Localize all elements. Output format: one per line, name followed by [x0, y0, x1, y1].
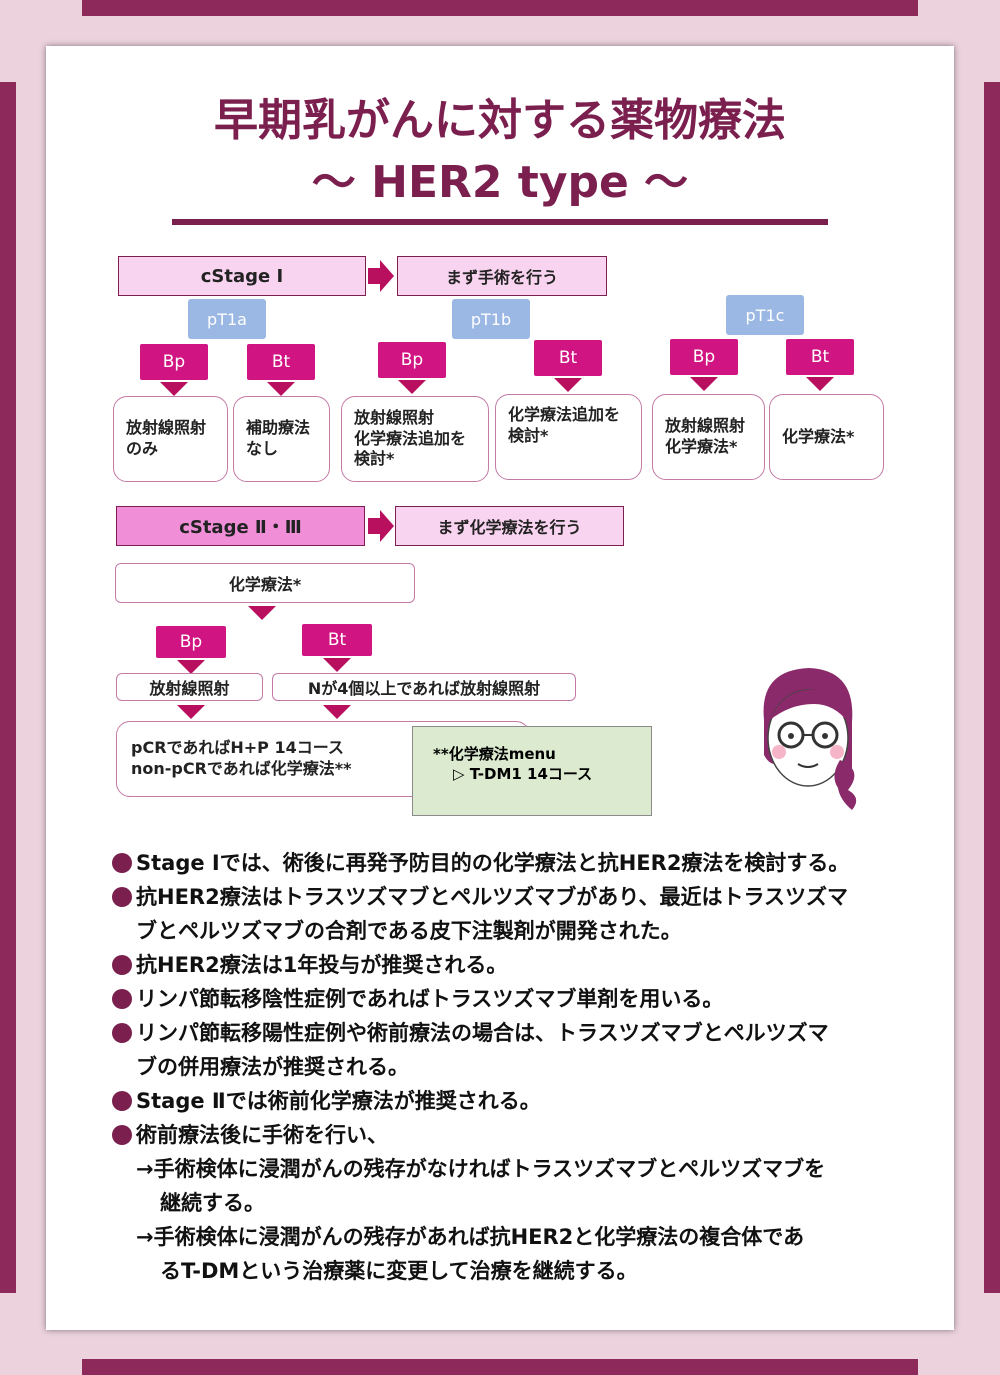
- bullet-item: リンパ節転移陽性症例や術前療法の場合は、トラスツズマブとペルツズマ: [112, 1016, 912, 1050]
- bullet-subitem: →手術検体に浸潤がんの残存があれば抗HER2と化学療法の複合体であ: [136, 1225, 805, 1249]
- bullet-item: Stage Ⅱでは術前化学療法が推奨される。: [112, 1084, 912, 1118]
- bullet-dot: [112, 955, 132, 975]
- pt1b-box: pT1b: [452, 299, 530, 339]
- chemo-box: 化学療法*: [115, 563, 415, 603]
- bullet-dot: [112, 887, 132, 907]
- result-box-1: 放射線照射のみ: [113, 396, 228, 482]
- arrow-bt4: [323, 658, 351, 672]
- bt-box-1: Bt: [247, 344, 315, 380]
- arrow-n4: [323, 705, 351, 719]
- bullet-continuation: るT-DMという治療薬に変更して治療を継続する。: [160, 1259, 638, 1283]
- bt-box-3: Bt: [786, 339, 854, 375]
- pt1a-box: pT1a: [188, 299, 266, 339]
- bullet-item: 術前療法後に手術を行い、: [112, 1118, 912, 1152]
- bullet-subitem: →手術検体に浸潤がんの残存がなければトラスツズマブとペルツズマブを: [136, 1157, 826, 1181]
- frame-stripe-top: [82, 0, 918, 16]
- bt-box-4: Bt: [302, 624, 372, 656]
- stage1-action-box: まず手術を行う: [397, 256, 607, 296]
- arrow-bt3: [806, 377, 834, 391]
- bullet-continuation: 継続する。: [160, 1191, 265, 1215]
- result-box-4: 化学療法追加を検討*: [495, 394, 642, 480]
- bullet-item: Stage Ⅰでは、術後に再発予防目的の化学療法と抗HER2療法を検討する。: [112, 846, 912, 880]
- arrow-bp4: [177, 660, 205, 674]
- stage2-action-box: まず化学療法を行う: [395, 506, 624, 546]
- bullet-item: リンパ節転移陰性症例であればトラスツズマブ単剤を用いる。: [112, 982, 912, 1016]
- chemo-menu-title: **化学療法menu: [433, 745, 556, 763]
- bullet-dot: [112, 1125, 132, 1145]
- bullet-item: 抗HER2療法は1年投与が推奨される。: [112, 948, 912, 982]
- title-underline: [172, 219, 828, 225]
- stage2-box: cStage Ⅱ・Ⅲ: [116, 506, 365, 546]
- arrow-bp1: [160, 382, 188, 396]
- bt-box-2: Bt: [534, 340, 602, 376]
- chemo-menu-item: ▷ T-DM1 14コース: [453, 764, 593, 783]
- arrow-chemo: [248, 606, 276, 620]
- frame-stripe-right: [984, 82, 1000, 1293]
- page-title: 早期乳がんに対する薬物療法: [214, 95, 786, 146]
- pt1c-box: pT1c: [726, 295, 804, 335]
- frame-stripe-left: [0, 82, 16, 1293]
- stage2-arrow: [368, 518, 382, 534]
- bullet-dot: [112, 989, 132, 1009]
- arrow-bp2: [398, 380, 426, 394]
- bp-box-3: Bp: [670, 339, 738, 375]
- radiation-box: 放射線照射: [116, 673, 263, 701]
- arrow-bt2: [554, 378, 582, 392]
- chemo-menu-scroll: **化学療法menu ▷ T-DM1 14コース: [412, 726, 652, 816]
- frame-stripe-bottom: [82, 1359, 918, 1375]
- stage1-arrow-head: [380, 260, 394, 292]
- page-subtitle: ～ HER2 type ～: [311, 157, 689, 208]
- result-box-3: 放射線照射化学療法追加を検討*: [341, 396, 489, 482]
- bullet-dot: [112, 1023, 132, 1043]
- result-box-2: 補助療法なし: [233, 396, 330, 482]
- stage1-box: cStage Ⅰ: [118, 256, 366, 296]
- bullet-dot: [112, 853, 132, 873]
- result-box-6: 化学療法*: [769, 394, 884, 480]
- n4-radiation-box: Nが4個以上であれば放射線照射: [272, 673, 576, 701]
- bullet-continuation: ブの併用療法が推奨される。: [136, 1055, 409, 1079]
- bullet-dot: [112, 1091, 132, 1111]
- bp-box-4: Bp: [156, 626, 226, 658]
- bp-box-2: Bp: [378, 342, 446, 378]
- arrow-bt1: [267, 382, 295, 396]
- stage1-arrow: [368, 268, 382, 284]
- result-box-5: 放射線照射化学療法*: [652, 394, 765, 480]
- arrow-bp3: [690, 377, 718, 391]
- doctor-illustration: [763, 668, 857, 810]
- bp-box-1: Bp: [140, 344, 208, 380]
- bullet-list: Stage Ⅰでは、術後に再発予防目的の化学療法と抗HER2療法を検討する。 抗…: [112, 846, 912, 1288]
- bullet-continuation: ブとペルツズマブの合剤である皮下注製剤が開発された。: [136, 919, 682, 943]
- bullet-item: 抗HER2療法はトラスツズマブとペルツズマブがあり、最近はトラスツズマ: [112, 880, 912, 914]
- arrow-rad: [177, 705, 205, 719]
- stage2-arrow-head: [380, 510, 394, 542]
